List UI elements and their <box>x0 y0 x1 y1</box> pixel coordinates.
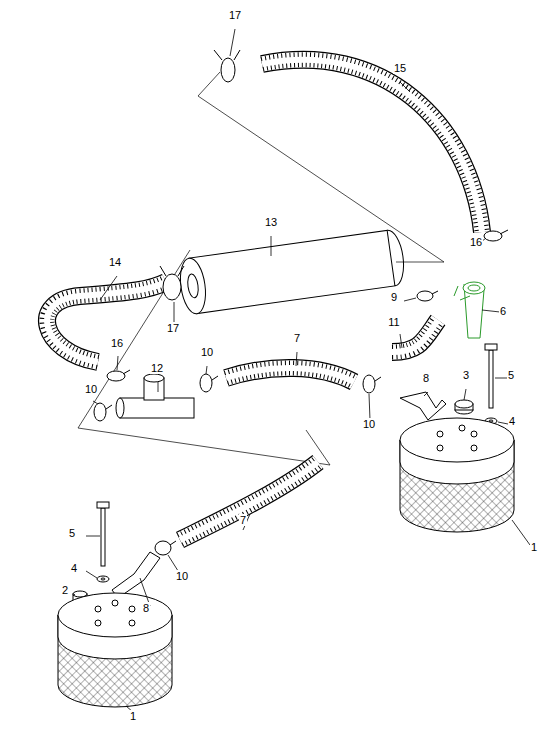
callout-number: 15 <box>393 62 407 74</box>
hose <box>47 282 166 362</box>
hose <box>262 60 482 232</box>
callout-number: 14 <box>108 256 122 268</box>
hose <box>180 462 318 540</box>
callout-number: 8 <box>142 602 150 614</box>
hose <box>226 368 354 382</box>
hose <box>262 60 482 232</box>
callout-number: 17 <box>166 322 180 334</box>
callout-number: 16 <box>110 337 124 349</box>
callout-number: 16 <box>469 236 483 248</box>
callout-number: 3 <box>462 369 470 381</box>
hose <box>226 368 354 382</box>
callout-number: 8 <box>422 372 430 384</box>
callout-number: 4 <box>70 562 78 574</box>
hose <box>226 368 354 382</box>
hose <box>180 462 318 540</box>
hose <box>262 60 482 232</box>
callout-number: 5 <box>507 369 515 381</box>
callout-number: 1 <box>129 710 137 722</box>
callout-number: 10 <box>84 383 98 395</box>
callout-number: 4 <box>508 415 516 427</box>
hose <box>180 462 318 540</box>
callout-number: 9 <box>390 291 398 303</box>
hose <box>180 462 318 540</box>
callout-number: 13 <box>264 216 278 228</box>
callout-number: 12 <box>150 362 164 374</box>
callout-number: 10 <box>200 346 214 358</box>
callout-number: 17 <box>228 9 242 21</box>
callout-number: 11 <box>387 316 400 328</box>
hose <box>47 282 166 362</box>
hose <box>47 282 166 362</box>
callout-number: 7 <box>293 332 301 344</box>
callout-number: 10 <box>175 570 189 582</box>
callout-number: 5 <box>68 527 76 539</box>
callout-number: 2 <box>61 584 69 596</box>
callout-number: 10 <box>362 418 376 430</box>
hose <box>226 368 354 382</box>
callout-number: 6 <box>499 305 507 317</box>
callout-number: 7 <box>239 514 247 526</box>
hose <box>262 60 482 232</box>
callout-number: 1 <box>530 541 538 553</box>
hose <box>47 282 166 362</box>
